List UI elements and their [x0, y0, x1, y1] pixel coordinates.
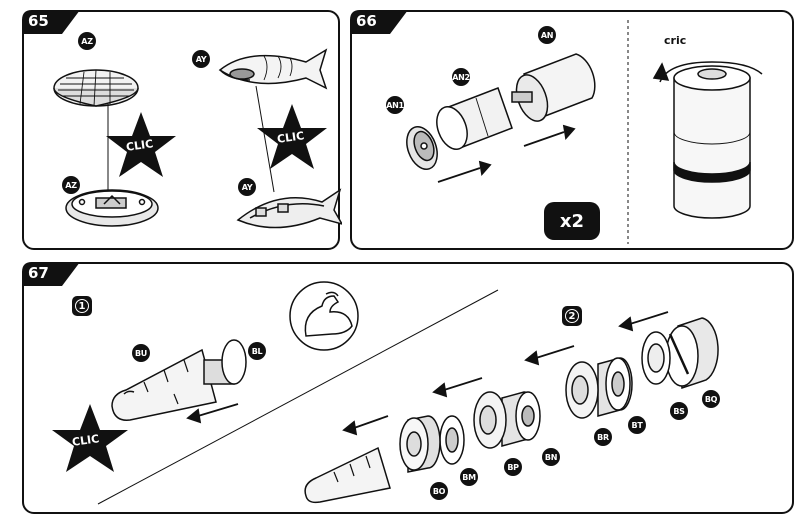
ring-bo — [399, 415, 441, 473]
label-bm: BM — [460, 468, 478, 486]
clic-star — [52, 404, 128, 472]
ring-bp — [473, 391, 507, 449]
step-67-panel: 67 — [22, 262, 794, 514]
label-bt: BT — [628, 416, 646, 434]
label-br: BR — [594, 428, 612, 446]
direction-arrow — [437, 124, 576, 183]
label-bl: BL — [248, 342, 266, 360]
cap-an1 — [406, 126, 438, 170]
substep-2-badge: 2 — [562, 306, 582, 326]
fish-top — [218, 48, 328, 90]
clic-star-right — [257, 104, 327, 169]
substep-1-badge: 1 — [72, 296, 92, 316]
cylinder-an2 — [436, 87, 513, 150]
grill-lid — [53, 69, 139, 107]
cap-bl — [203, 339, 247, 385]
label-bu: BU — [132, 344, 150, 362]
step-number: 65 — [28, 12, 49, 30]
label-an: AN — [538, 26, 556, 44]
label-az: AZ — [78, 32, 96, 50]
ring-br — [565, 361, 599, 419]
step-number: 67 — [28, 264, 49, 282]
step-number-tab — [350, 10, 408, 34]
ring-bn — [501, 391, 541, 447]
ring-bm — [439, 415, 465, 465]
grill-base — [65, 189, 159, 227]
label-bo: BO — [430, 482, 448, 500]
diagonal-divider — [97, 289, 499, 505]
cylinder-an — [511, 53, 596, 122]
ring-bs — [641, 331, 671, 385]
label-an1: AN1 — [386, 96, 404, 114]
label-bq: BQ — [702, 390, 720, 408]
label-bp: BP — [504, 458, 522, 476]
step-66-panel: 66 — [350, 10, 794, 250]
cone-final — [304, 446, 391, 504]
label-bs: BS — [670, 402, 688, 420]
ring-bq — [665, 317, 719, 390]
ring-bt — [597, 357, 633, 417]
label-az: AZ — [62, 176, 80, 194]
cone-bu — [111, 348, 217, 421]
fish-bottom — [236, 188, 342, 229]
step-number-tab — [22, 10, 80, 34]
label-ay: AY — [192, 50, 210, 68]
label-bn: BN — [542, 448, 560, 466]
connector-line — [255, 85, 275, 193]
step-number-tab — [22, 262, 80, 286]
step-65-illustration — [53, 48, 342, 229]
direction-arrow — [342, 311, 669, 436]
label-an2: AN2 — [452, 68, 470, 86]
multiplier-badge: x2 — [544, 202, 600, 240]
strength-icon — [289, 281, 359, 351]
step-65-panel: 65 — [22, 10, 342, 250]
assembled-cylinder — [673, 65, 751, 219]
step-number: 66 — [356, 12, 377, 30]
clic-star-left — [106, 112, 176, 177]
cric-label: cric — [664, 34, 687, 47]
step-67-illustration — [52, 281, 719, 505]
label-ay: AY — [238, 178, 256, 196]
direction-arrow — [186, 403, 239, 424]
rotation-arrow — [652, 61, 763, 83]
step-66-illustration — [406, 20, 763, 244]
